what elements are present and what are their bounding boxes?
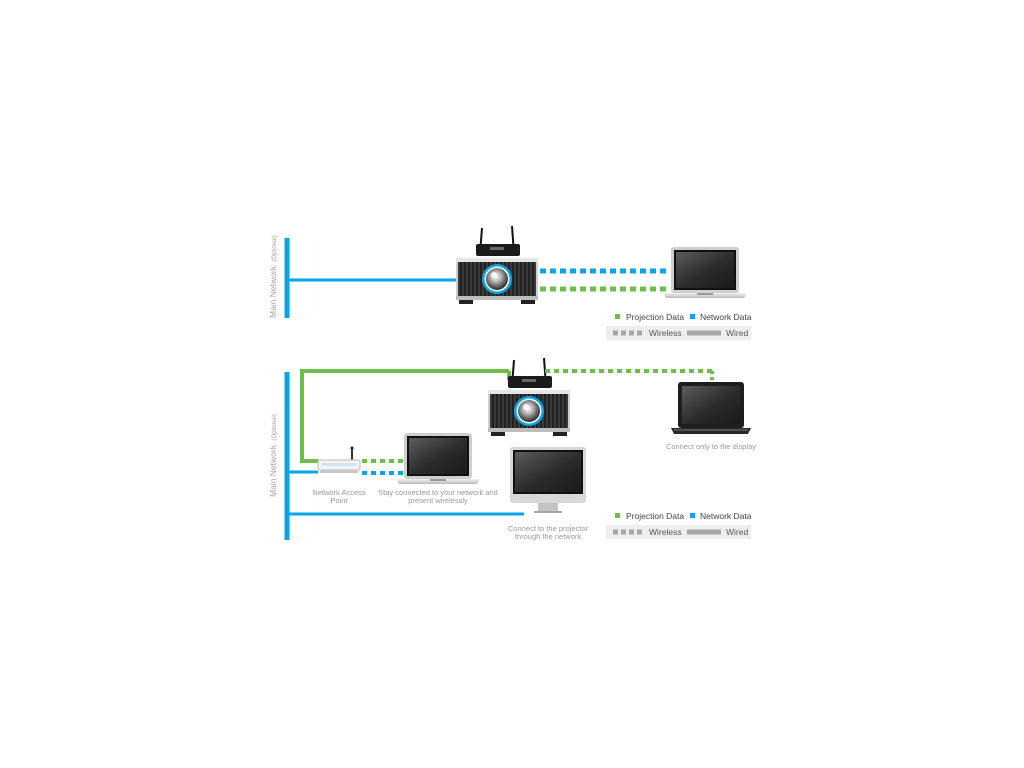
right-laptop-label: Connect only to the display (666, 442, 756, 451)
projection-legend-label: Projection Data (626, 312, 684, 322)
laptop-icon (663, 247, 747, 298)
access-point-icon (317, 445, 361, 474)
laptop-label-1: Stay connected to your network and (378, 488, 498, 497)
access-point-label-2: Point (330, 496, 348, 505)
bottom-diagram: Main Network (Optional) Connect only to … (268, 357, 756, 541)
network-legend-label-bottom: Network Data (700, 511, 752, 521)
top-diagram: Main Network (Optional) Projection Data … (268, 225, 752, 340)
bottom-legend: Projection Data Network Data Wireless Wi… (606, 511, 752, 539)
imac-label-1: Connect to the projector (508, 524, 589, 533)
projection-legend-swatch (615, 314, 620, 319)
projection-legend-label-bottom: Projection Data (626, 511, 684, 521)
top-legend: Projection Data Network Data Wireless Wi… (606, 312, 752, 340)
wired-legend-label-bottom: Wired (726, 527, 748, 537)
laptop-label-2: present wirelessly (408, 496, 468, 505)
imac-label-2: through the network (515, 532, 582, 541)
wired-projection-line (300, 369, 509, 463)
network-legend-label: Network Data (700, 312, 752, 322)
laptop-icon-middle (396, 433, 480, 484)
network-legend-swatch (690, 314, 695, 319)
network-legend-swatch-bottom (690, 513, 695, 518)
imac-monitor-icon (510, 447, 586, 513)
projector-icon (455, 225, 539, 305)
laptop-dark-icon (670, 381, 752, 435)
wireless-legend-label: Wireless (649, 328, 682, 338)
wireless-legend-label-bottom: Wireless (649, 527, 682, 537)
top-main-network-label: Main Network (Optional) (268, 235, 278, 318)
projection-legend-swatch-bottom (615, 513, 620, 518)
style-legend-box (606, 326, 751, 340)
access-point-label-1: Network Access (312, 488, 366, 497)
wired-legend-label: Wired (726, 328, 748, 338)
style-legend-box-bottom (606, 525, 751, 539)
bottom-main-network-label: Main Network (Optional) (268, 414, 278, 497)
